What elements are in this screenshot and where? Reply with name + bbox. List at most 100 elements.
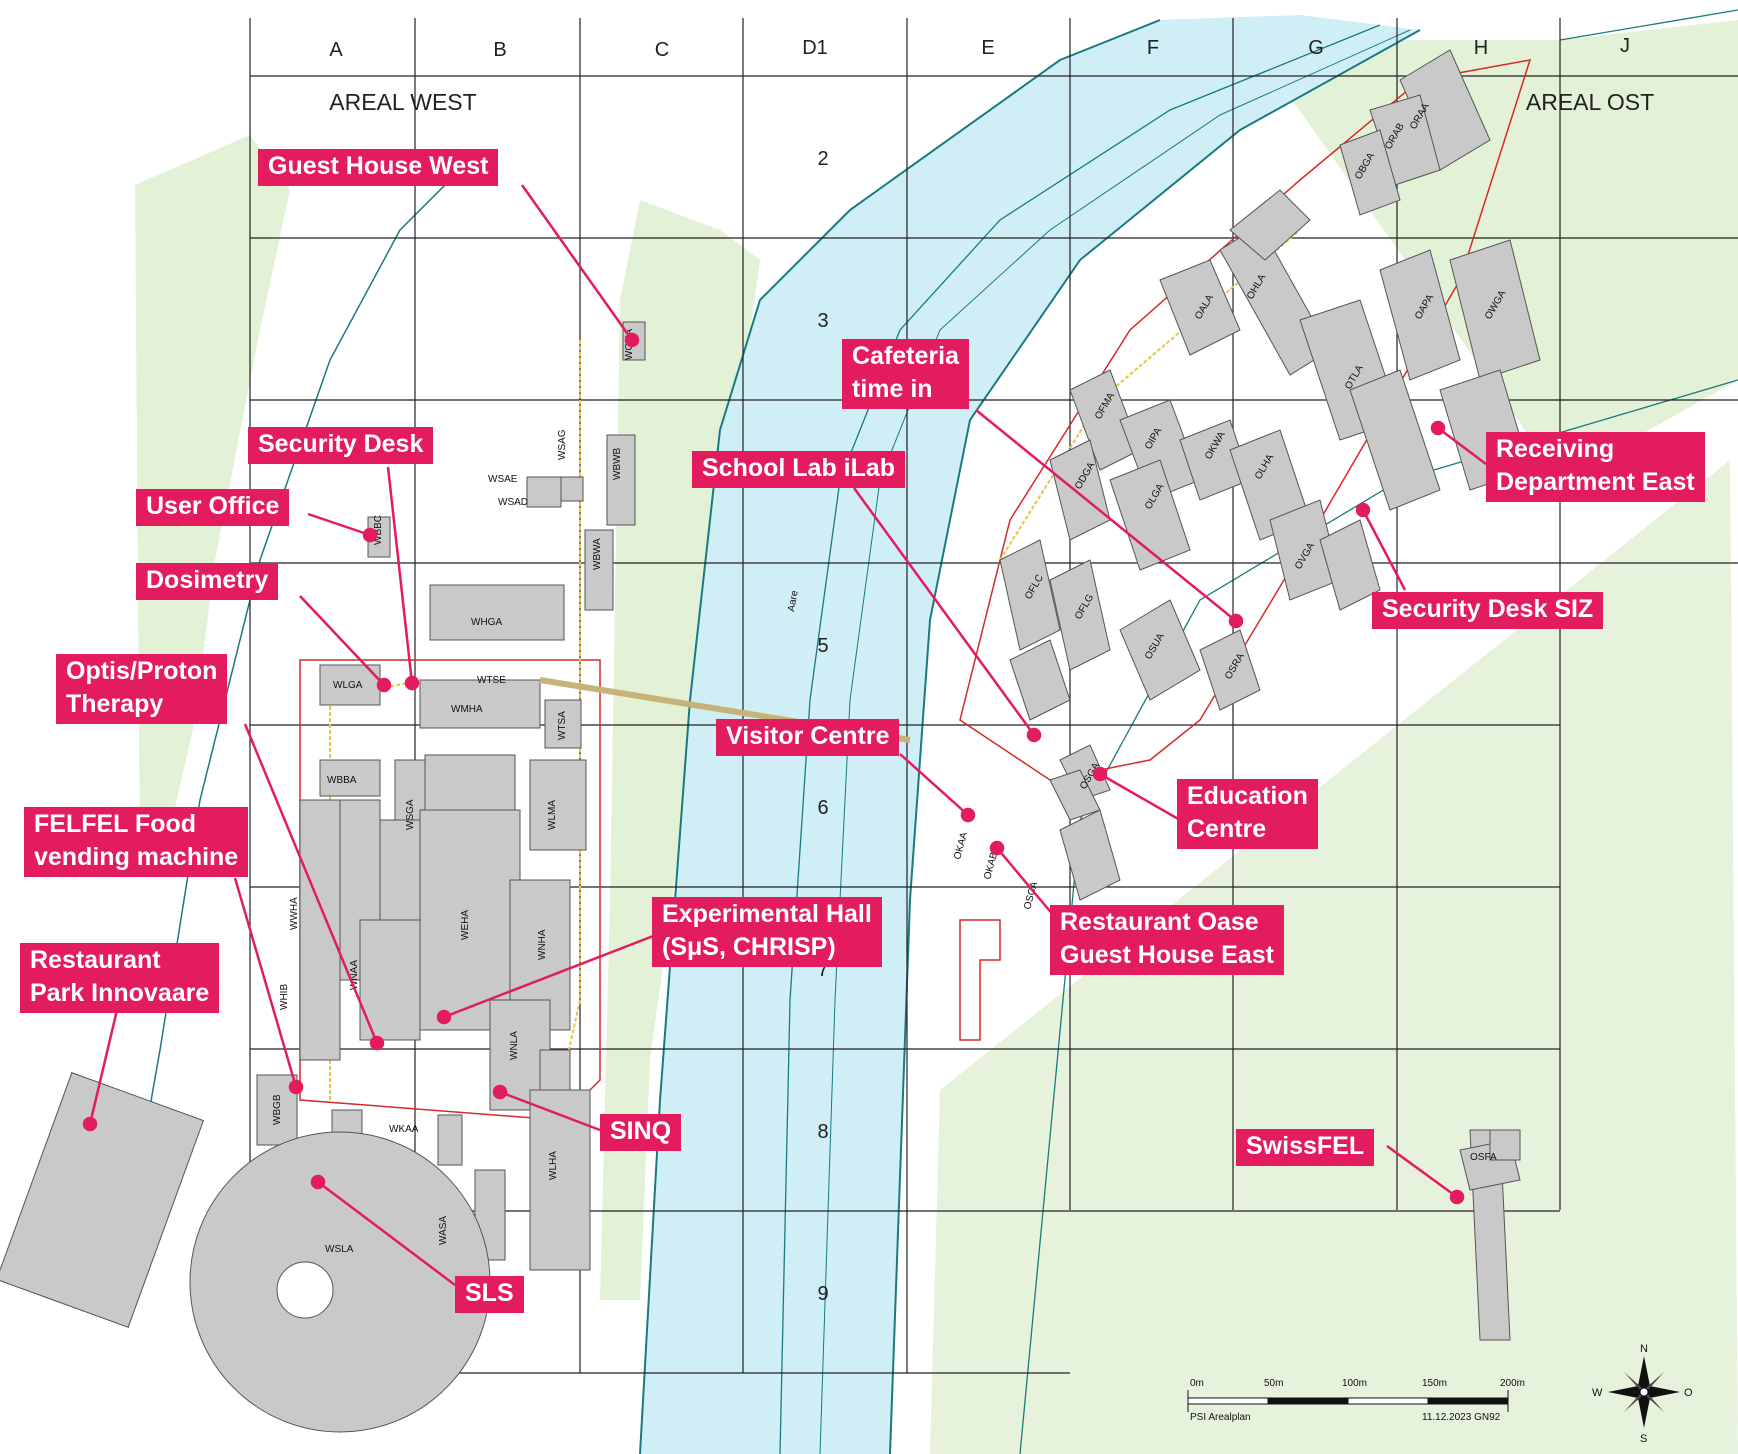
restaurant-oase-dot: [989, 840, 1005, 856]
scale-tick: 150m: [1422, 1378, 1447, 1389]
sinq-dot: [492, 1084, 508, 1100]
svg-text:WASA: WASA: [438, 1216, 449, 1245]
poi-dosimetry[interactable]: Dosimetry: [136, 563, 279, 600]
svg-text:WBBC: WBBC: [373, 515, 384, 545]
poi-guest-house-west[interactable]: Guest House West: [258, 149, 499, 186]
svg-text:WSAD: WSAD: [498, 497, 528, 508]
restaurant-park-dot: [82, 1116, 98, 1132]
svg-text:WKAA: WKAA: [389, 1124, 419, 1135]
buildings-east: ORAA ORAB OBGA OHLA OALA OAPA OTLA OWGA …: [952, 49, 1541, 1341]
svg-text:WWHA: WWHA: [289, 897, 300, 930]
svg-text:WLGA: WLGA: [333, 680, 363, 691]
poi-swissfel[interactable]: SwissFEL: [1236, 1129, 1375, 1166]
svg-text:WBGB: WBGB: [272, 1094, 283, 1125]
compass-w: W: [1592, 1387, 1603, 1399]
poi-school-lab[interactable]: School Lab iLab: [692, 451, 906, 488]
compass-s: S: [1640, 1433, 1647, 1445]
scale-tick: 50m: [1264, 1378, 1283, 1389]
svg-text:WBWB: WBWB: [612, 447, 623, 480]
visitor-centre-dot: [960, 807, 976, 823]
poi-receiving-east[interactable]: Receiving Department East: [1486, 432, 1705, 502]
col-label: J: [1620, 35, 1630, 57]
row-label: 8: [817, 1121, 828, 1143]
col-label: H: [1474, 37, 1488, 59]
buildings-west: WGHA WSAG WSAE WSAD WBWB WBWA WBBC WHGA …: [0, 321, 646, 1433]
column-labels: A B C D1 E F G H J: [329, 35, 1630, 61]
poi-experimental-hall[interactable]: Experimental Hall (SμS, CHRISP): [652, 897, 882, 967]
area-west-label: AREAL WEST: [329, 89, 476, 115]
poi-restaurant-oase[interactable]: Restaurant Oase Guest House East: [1050, 905, 1284, 975]
row-label: 6: [817, 797, 828, 819]
experimental-hall-dot: [436, 1009, 452, 1025]
col-label: A: [329, 39, 343, 61]
row-labels: 2 3 5 6 7 8 9: [817, 148, 828, 1305]
poi-education-centre[interactable]: Education Centre: [1177, 779, 1318, 849]
svg-text:WSGA: WSGA: [405, 799, 416, 830]
svg-text:WNAA: WNAA: [349, 960, 360, 990]
col-label: F: [1147, 37, 1159, 59]
col-label: B: [493, 39, 506, 61]
felfel-dot: [288, 1079, 304, 1095]
svg-text:WNLA: WNLA: [509, 1031, 520, 1060]
poi-optis-proton[interactable]: Optis/Proton Therapy: [56, 654, 228, 724]
svg-text:WTSE: WTSE: [477, 675, 506, 686]
guest-house-west-dot: [624, 332, 640, 348]
compass-n: N: [1640, 1343, 1648, 1355]
leader-lines: [82, 184, 1487, 1286]
col-label: E: [981, 37, 994, 59]
poi-cafeteria[interactable]: Cafeteria time in: [842, 339, 969, 409]
svg-text:OSFA: OSFA: [1470, 1152, 1497, 1163]
optis-proton-dot: [369, 1035, 385, 1051]
scale-note-right: 11.12.2023 GN92: [1422, 1412, 1501, 1423]
svg-text:WLHA: WLHA: [548, 1151, 559, 1180]
svg-text:WSAG: WSAG: [557, 429, 568, 460]
col-label: G: [1308, 37, 1324, 59]
area-east-label: AREAL OST: [1526, 89, 1654, 115]
school-lab-dot: [1026, 727, 1042, 743]
poi-visitor-centre[interactable]: Visitor Centre: [716, 719, 900, 756]
scale-tick: 0m: [1190, 1378, 1204, 1389]
row-label: 5: [817, 635, 828, 657]
poi-security-siz[interactable]: Security Desk SIZ: [1372, 592, 1604, 629]
svg-text:WTSA: WTSA: [557, 711, 568, 740]
compass-icon: N S W O: [1592, 1343, 1693, 1445]
svg-text:WMHA: WMHA: [451, 704, 483, 715]
svg-text:WHGA: WHGA: [471, 617, 502, 628]
education-centre-dot: [1092, 766, 1108, 782]
poi-felfel[interactable]: FELFEL Food vending machine: [24, 807, 249, 877]
svg-text:WEHA: WEHA: [460, 910, 471, 940]
scale-bar: 0m 50m 100m 150m 200m PSI Arealplan 11.1…: [1187, 1378, 1525, 1423]
poi-user-office[interactable]: User Office: [136, 489, 290, 526]
poi-restaurant-park[interactable]: Restaurant Park Innovaare: [20, 943, 220, 1013]
river-label: Aare: [786, 589, 801, 612]
poi-security-desk[interactable]: Security Desk: [248, 427, 434, 464]
svg-text:WSLA: WSLA: [325, 1244, 354, 1255]
svg-text:WBBA: WBBA: [327, 775, 357, 786]
svg-text:WSAE: WSAE: [488, 474, 518, 485]
scale-tick: 200m: [1500, 1378, 1525, 1389]
compass-o: O: [1684, 1387, 1693, 1399]
svg-text:WLMA: WLMA: [547, 800, 558, 830]
scale-tick: 100m: [1342, 1378, 1367, 1389]
svg-text:WBWA: WBWA: [592, 538, 603, 570]
row-label: 3: [817, 310, 828, 332]
row-label: 2: [817, 148, 828, 170]
svg-text:WNHA: WNHA: [537, 929, 548, 960]
sls-dot: [310, 1174, 326, 1190]
svg-text:WHIB: WHIB: [279, 984, 290, 1010]
swissfel-dot: [1449, 1189, 1465, 1205]
dosimetry-dot: [376, 677, 392, 693]
cafeteria-dot: [1228, 613, 1244, 629]
security-siz-dot: [1355, 502, 1371, 518]
user-office-dot: [362, 527, 378, 543]
col-label: D1: [802, 37, 828, 59]
poi-sinq[interactable]: SINQ: [600, 1114, 682, 1151]
scale-note-left: PSI Arealplan: [1190, 1412, 1251, 1423]
security-desk-dot: [404, 675, 420, 691]
poi-sls[interactable]: SLS: [455, 1276, 524, 1313]
col-label: C: [655, 39, 669, 61]
row-label: 7: [817, 959, 828, 981]
receiving-east-dot: [1430, 420, 1446, 436]
row-label: 9: [817, 1283, 828, 1305]
